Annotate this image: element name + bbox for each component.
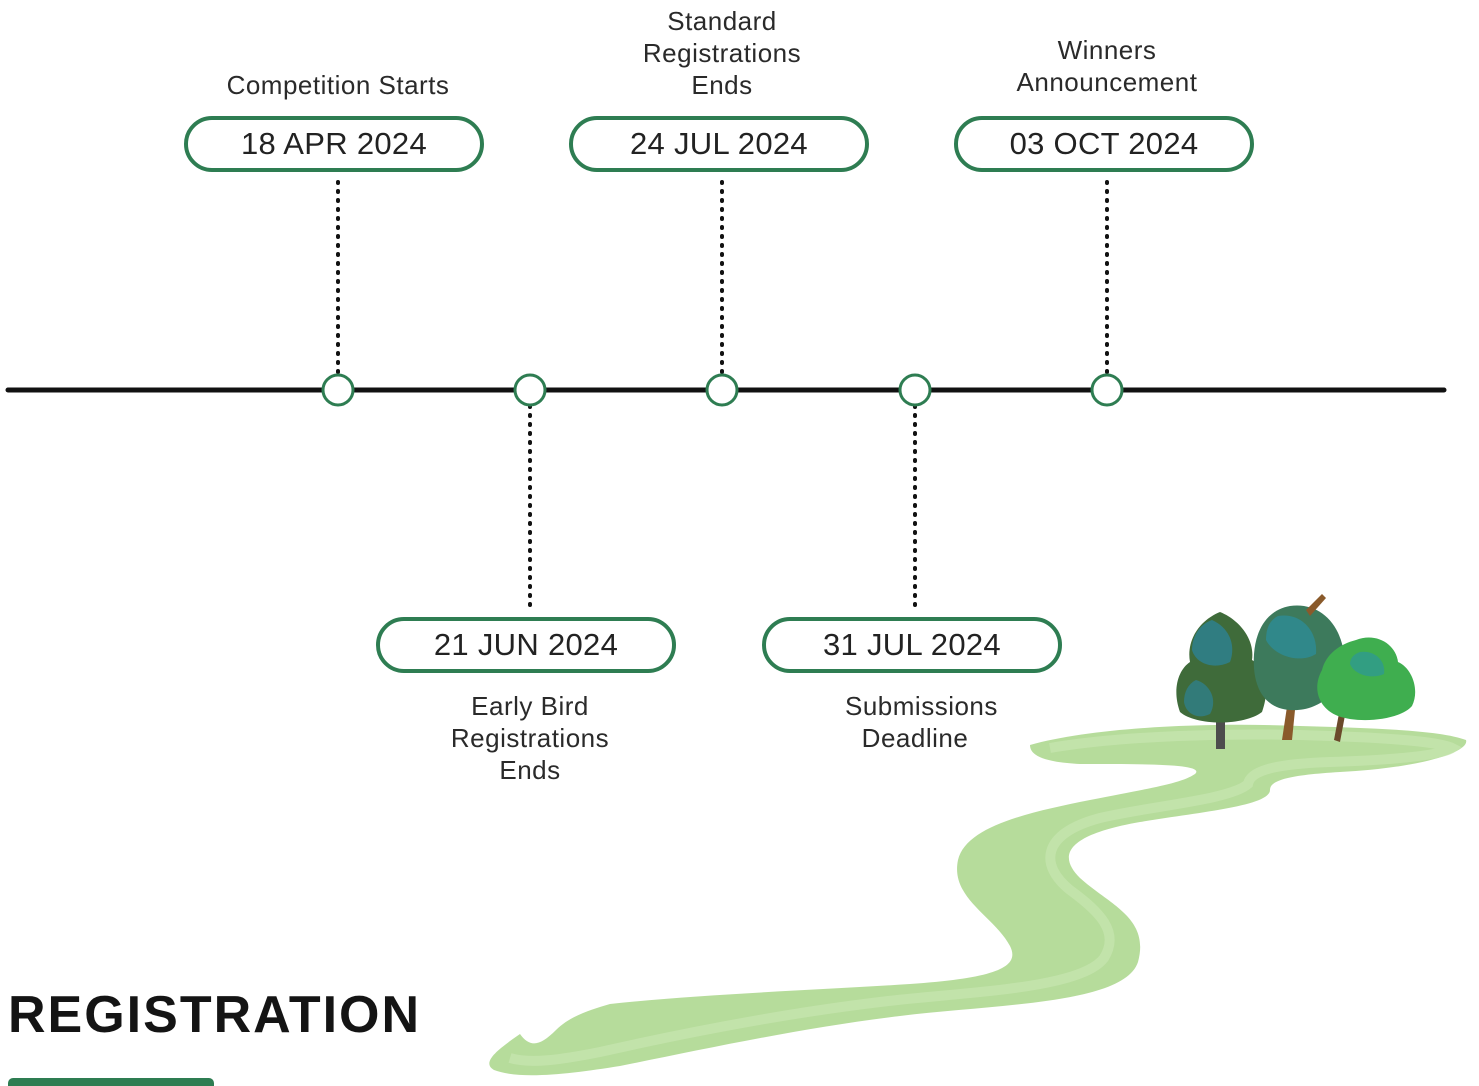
milestone-date-pill: 31 JUL 2024 bbox=[762, 617, 1062, 673]
timeline-node bbox=[321, 373, 355, 407]
tree-icon bbox=[1317, 637, 1416, 742]
milestone-date-pill: 21 JUN 2024 bbox=[376, 617, 676, 673]
tree-icon bbox=[1176, 612, 1267, 749]
title-underline bbox=[8, 1078, 214, 1086]
milestone-date-pill: 03 OCT 2024 bbox=[954, 116, 1254, 172]
milestone-label: Submissions Deadline bbox=[845, 691, 998, 753]
milestone-label: Standard Registrations Ends bbox=[642, 6, 802, 100]
timeline-node bbox=[705, 373, 739, 407]
section-title: REGISTRATION bbox=[8, 986, 422, 1044]
green-path-illustration bbox=[489, 724, 1467, 1076]
milestone-date-pill: 18 APR 2024 bbox=[184, 116, 484, 172]
milestone-label: Early Bird Registrations Ends bbox=[450, 691, 610, 785]
milestone-label: Competition Starts bbox=[226, 70, 450, 100]
timeline-node bbox=[513, 373, 547, 407]
timeline-node bbox=[1090, 373, 1124, 407]
milestone-label: Winners Announcement bbox=[1016, 35, 1198, 97]
timeline-node bbox=[898, 373, 932, 407]
milestone-date-pill: 24 JUL 2024 bbox=[569, 116, 869, 172]
